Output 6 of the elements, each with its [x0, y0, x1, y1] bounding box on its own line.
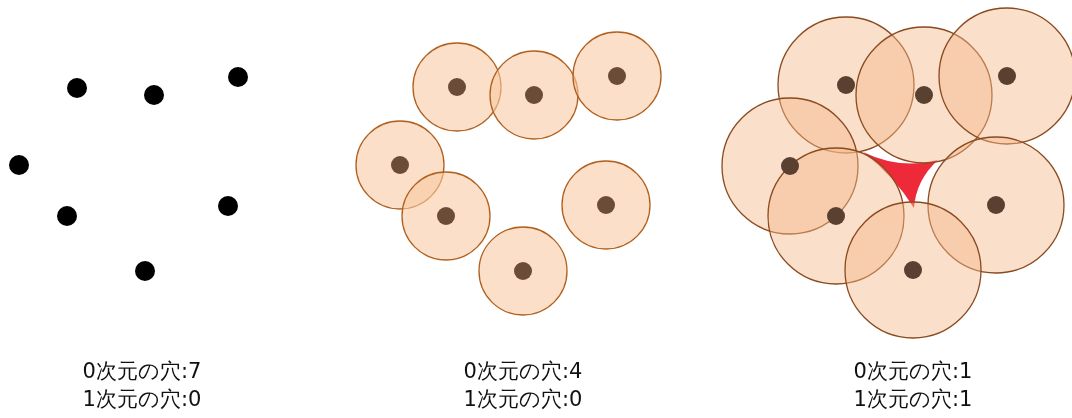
hole-count-label: 1次元の穴:0: [462, 386, 584, 413]
hole-count-label: 0次元の穴:1: [852, 358, 974, 385]
hole-count-label: 0次元の穴:4: [462, 358, 584, 385]
hole-count-label: 1次元の穴:0: [81, 386, 203, 413]
hole-count-label: 1次元の穴:1: [852, 386, 974, 413]
hole-count-label: 0次元の穴:7: [81, 358, 203, 385]
